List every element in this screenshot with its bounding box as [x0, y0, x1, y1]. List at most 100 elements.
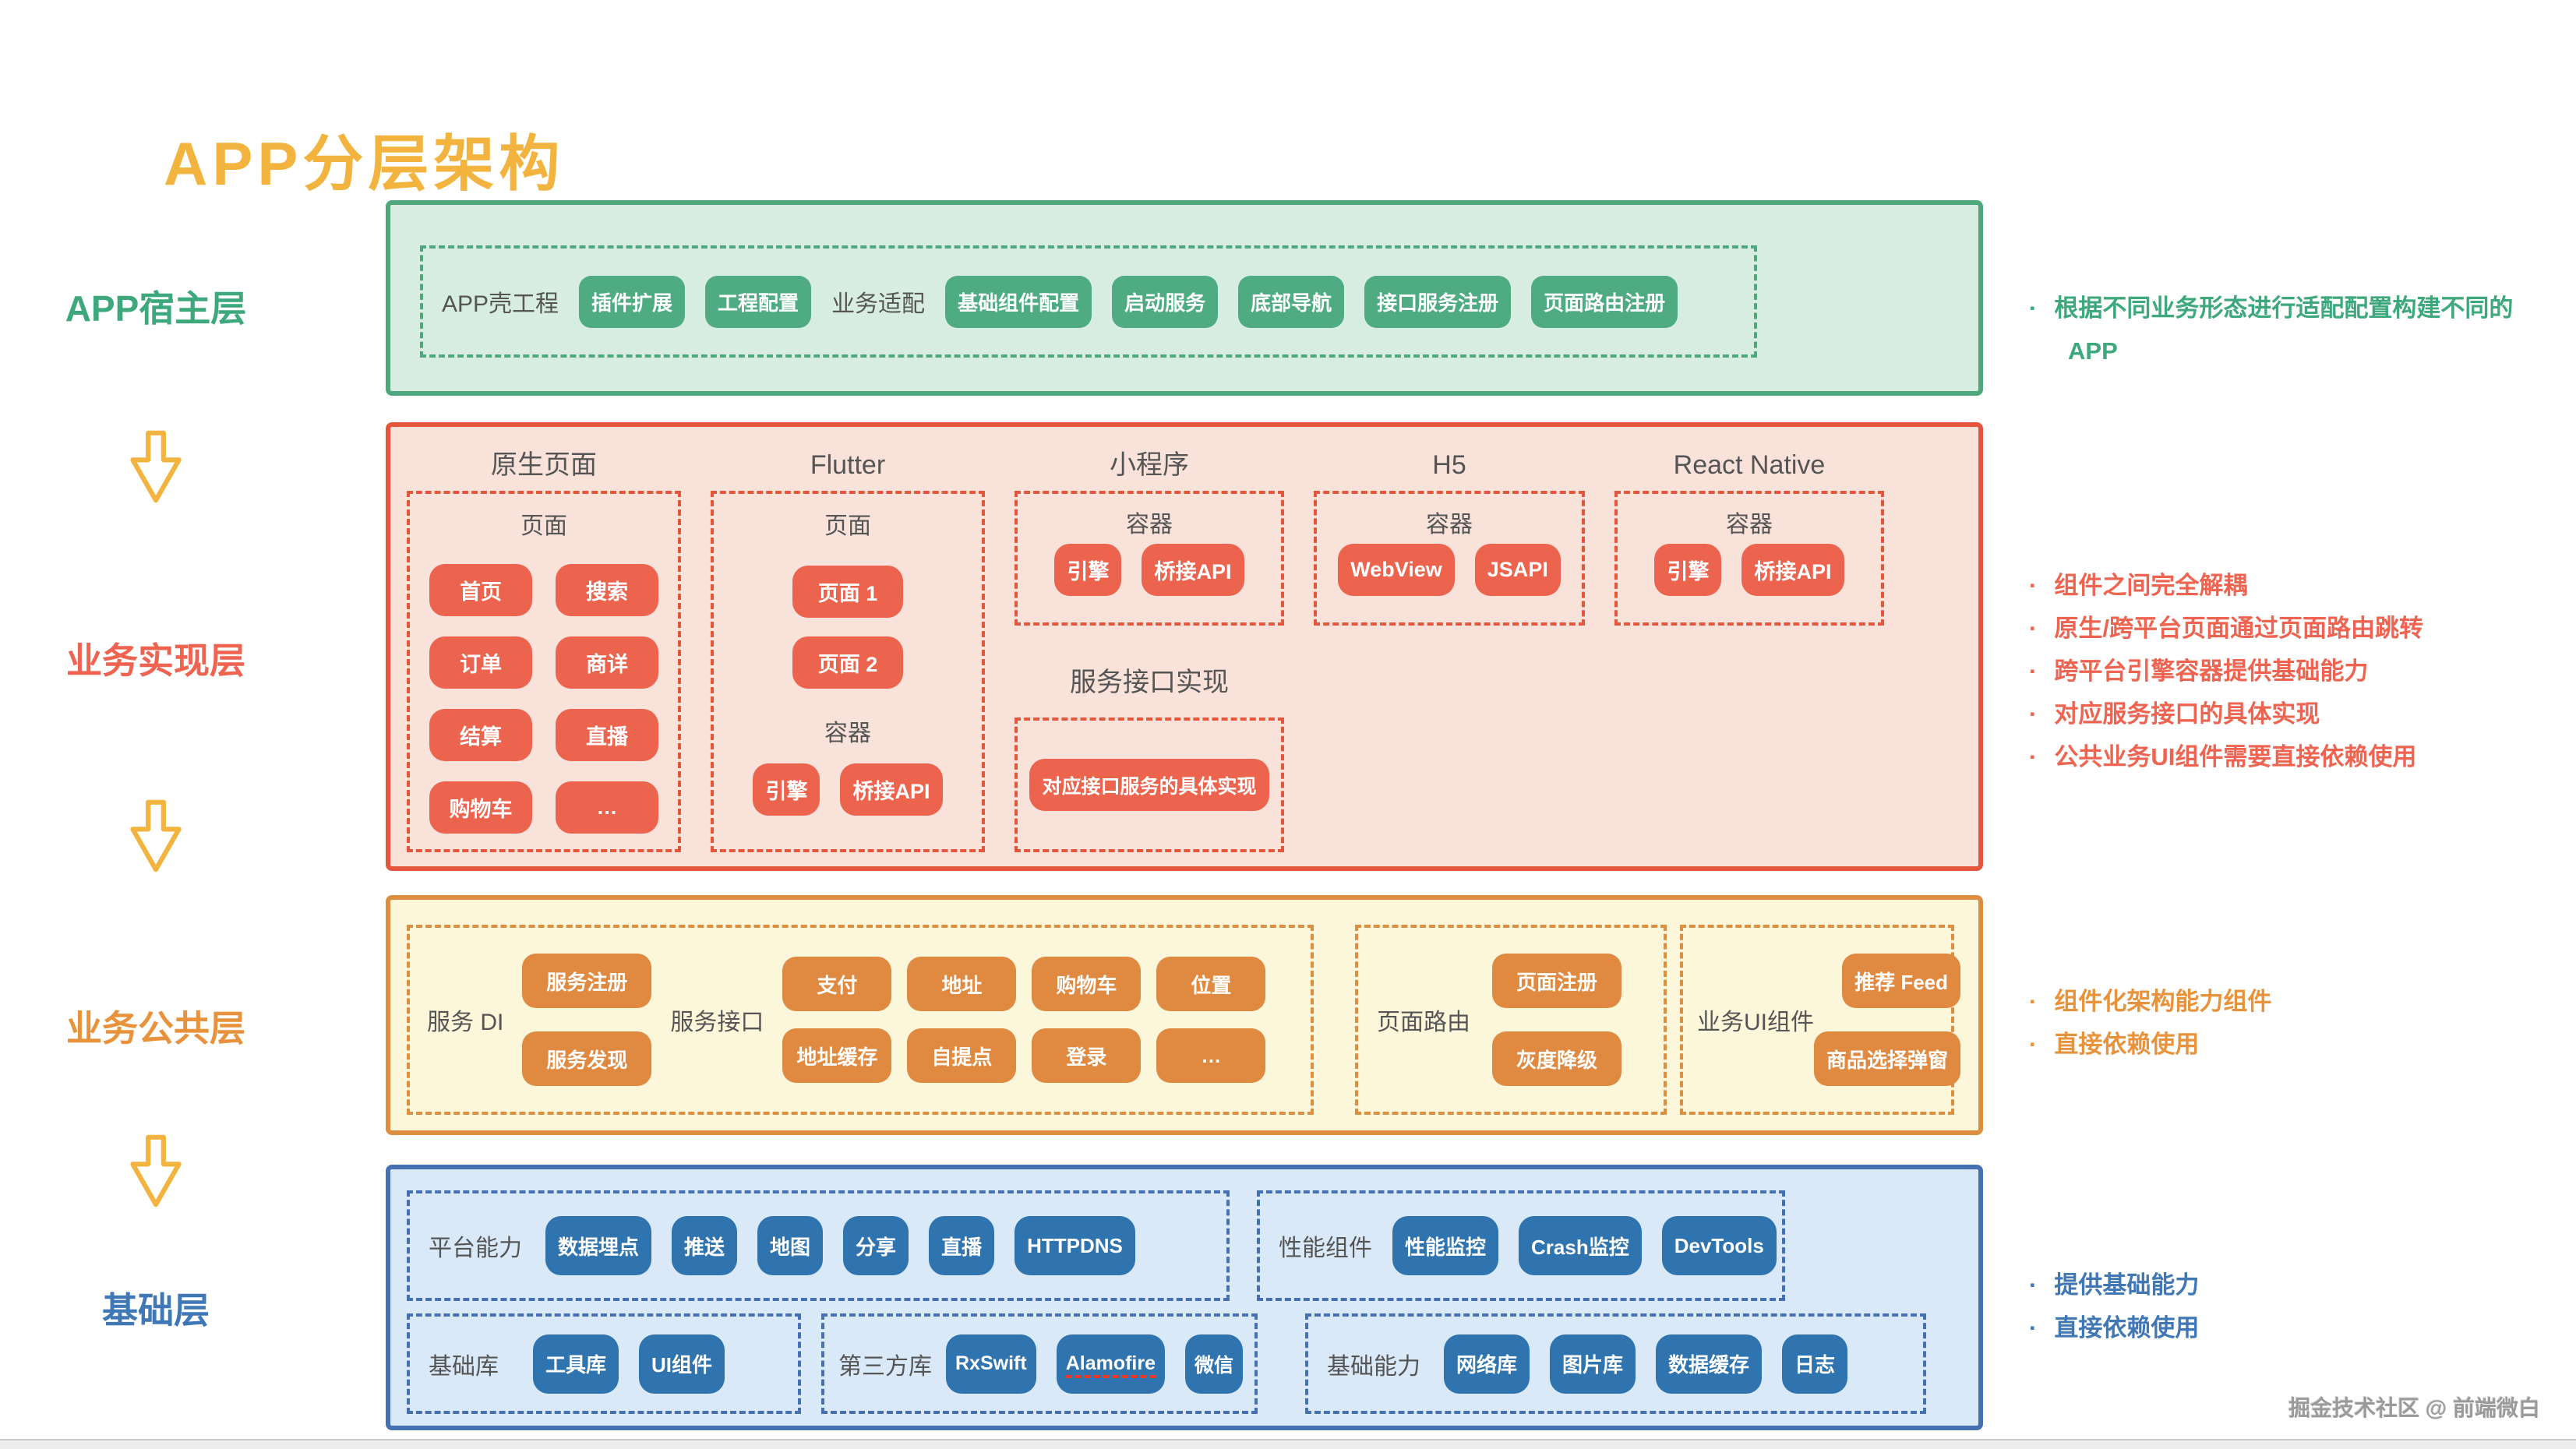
chip: 服务发现 [522, 1031, 652, 1086]
page-router-box: 页面路由 页面注册灰度降级 [1355, 925, 1667, 1115]
mini-container-chips: 引擎桥接API [1018, 544, 1281, 596]
chip: 启动服务 [1112, 275, 1219, 328]
chip: 地址 [907, 957, 1017, 1011]
chip: 登录 [1032, 1028, 1142, 1083]
note-line: 提供基础能力 [2029, 1264, 2559, 1306]
note-line: 直接依赖使用 [2029, 1023, 2559, 1066]
base-layer-notes: 提供基础能力直接依赖使用 [2029, 1264, 2559, 1349]
band-app-host-layer: APP壳工程 插件扩展工程配置 业务适配 基础组件配置启动服务底部导航接口服务注… [386, 200, 1983, 396]
shell-project-label: APP壳工程 [442, 291, 559, 317]
chip: 引擎 [1654, 544, 1722, 596]
down-arrow-icon [130, 799, 182, 873]
column-header-react-native: React Native [1673, 450, 1826, 480]
service-di-chips: 服务注册服务发现 [522, 928, 652, 1112]
service-api-grid: 支付地址购物车位置地址缓存自提点登录… [782, 957, 1266, 1083]
chip: 页面路由注册 [1531, 275, 1678, 328]
chip: 结算 [429, 709, 532, 761]
service-impl-title: 服务接口实现 [1070, 668, 1229, 697]
chip: 底部导航 [1238, 275, 1345, 328]
band-business-impl-layer: 原生页面 Flutter 小程序 H5 React Native 页面 首页搜索… [386, 422, 1983, 871]
base-ability-box: 基础能力 网络库图片库数据缓存日志 [1305, 1313, 1926, 1414]
chip: 工程配置 [705, 275, 812, 328]
pages-label: 页面 [520, 513, 567, 539]
chip: 首页 [429, 564, 532, 616]
watermark: 掘金技术社区 @ 前端微白 [2288, 1396, 2540, 1420]
down-arrow-icon [130, 430, 182, 503]
native-pages-box: 页面 首页搜索订单商详结算直播购物车… [407, 491, 681, 852]
page-title: APP分层架构 [164, 129, 565, 199]
chip: 网络库 [1444, 1334, 1530, 1394]
chip: 对应接口服务的具体实现 [1029, 759, 1269, 811]
chip: 订单 [429, 636, 532, 689]
chip: 支付 [782, 957, 892, 1011]
note-line: 直接依赖使用 [2029, 1306, 2559, 1349]
chip: UI组件 [639, 1334, 725, 1394]
chip: 直播 [929, 1216, 995, 1275]
service-di-label: 服务 DI [427, 1010, 504, 1035]
chip: 购物车 [429, 781, 532, 834]
down-arrow-icon [130, 1134, 182, 1208]
h5-container-chips: WebView JSAPI [1317, 544, 1582, 596]
chip: 地址缓存 [782, 1028, 892, 1083]
chip: 接口服务注册 [1364, 275, 1512, 328]
chip: 购物车 [1032, 957, 1142, 1011]
common-layer-notes: 组件化架构能力组件直接依赖使用 [2029, 980, 2559, 1066]
chip: 分享 [843, 1216, 909, 1275]
chip: 页面注册 [1492, 954, 1621, 1008]
performance-label: 性能组件 [1279, 1236, 1372, 1261]
layer-label-business-impl: 业务实现层 [66, 640, 245, 681]
chip: 基础组件配置 [945, 275, 1092, 328]
note-line: 组件之间完全解耦 [2029, 564, 2559, 607]
chip: WebView [1338, 544, 1455, 596]
chip: 桥接API [1741, 544, 1844, 596]
chip: 日志 [1782, 1334, 1848, 1394]
chip: JSAPI [1474, 544, 1561, 596]
chip: 推荐 Feed [1842, 954, 1961, 1008]
chip: 页面 1 [792, 566, 903, 618]
chip: 数据埋点 [545, 1216, 652, 1275]
shell-chip-row: 插件扩展工程配置 [579, 275, 812, 328]
chip: RxSwift [946, 1334, 1036, 1394]
chip: 工具库 [533, 1334, 619, 1394]
impl-layer-notes: 组件之间完全解耦原生/跨平台页面通过页面路由跳转跨平台引擎容器提供基础能力对应服… [2029, 564, 2559, 778]
chip: Alamofire [1056, 1334, 1165, 1394]
note-line: 原生/跨平台页面通过页面路由跳转 [2029, 607, 2559, 650]
platform-ability-label: 平台能力 [429, 1236, 522, 1261]
chip: Crash监控 [1519, 1216, 1642, 1275]
third-party-label: 第三方库 [838, 1353, 932, 1380]
chip: 性能监控 [1392, 1216, 1499, 1275]
service-api-label: 服务接口 [670, 1010, 764, 1035]
rn-container-chips: 引擎桥接API [1618, 544, 1881, 596]
chip: 插件扩展 [579, 275, 686, 328]
service-di-and-api-box: 服务 DI 服务注册服务发现 服务接口 支付地址购物车位置地址缓存自提点登录… [407, 925, 1314, 1115]
layer-label-business-common: 业务公共层 [66, 1008, 245, 1049]
chip: 桥接API [1142, 544, 1244, 596]
page-router-label: 页面路由 [1377, 1010, 1470, 1035]
note-line: 跨平台引擎容器提供基础能力 [2029, 650, 2559, 693]
chip: 商详 [556, 636, 658, 689]
column-header-flutter: Flutter [810, 450, 886, 480]
host-shell-group-box: APP壳工程 插件扩展工程配置 业务适配 基础组件配置启动服务底部导航接口服务注… [420, 245, 1757, 358]
pages-label: 页面 [824, 513, 871, 539]
react-native-container-box: 容器 引擎桥接API [1614, 491, 1884, 626]
chip: 数据缓存 [1656, 1334, 1763, 1394]
flutter-container-chips: 引擎桥接API [714, 763, 982, 816]
column-header-h5: H5 [1432, 450, 1466, 480]
chip: 地图 [757, 1216, 824, 1275]
native-page-grid: 首页搜索订单商详结算直播购物车… [410, 564, 678, 834]
base-ability-label: 基础能力 [1327, 1353, 1420, 1380]
chip: 灰度降级 [1492, 1031, 1621, 1086]
chip: 搜索 [556, 564, 658, 616]
base-library-chips: 工具库 UI组件 [533, 1334, 725, 1394]
service-impl-chips: 对应接口服务的具体实现 [1029, 759, 1269, 811]
note-line: 组件化架构能力组件 [2029, 980, 2559, 1023]
page-router-chips: 页面注册灰度降级 [1492, 928, 1621, 1112]
chip: DevTools [1661, 1216, 1777, 1275]
